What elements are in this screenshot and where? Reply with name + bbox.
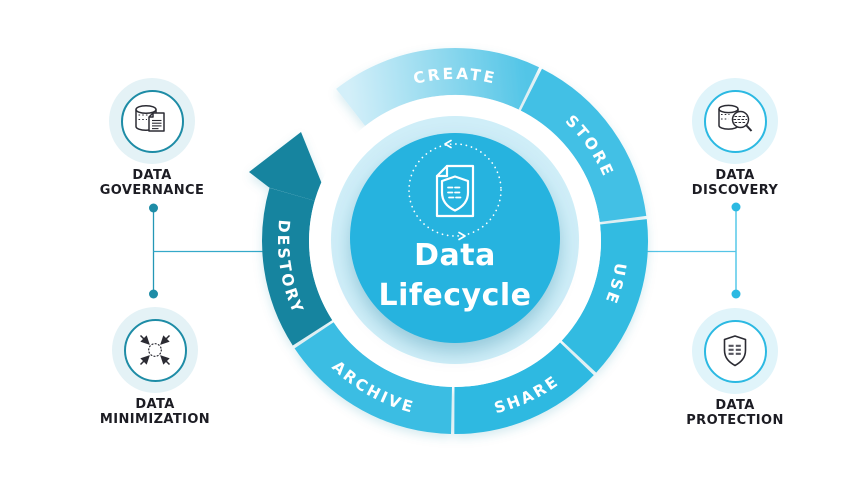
connector-dot (149, 203, 158, 213)
arrows-converge-icon (139, 334, 171, 366)
satellite-label-line1: DATA (135, 397, 175, 412)
satellite-label-line2: DISCOVERY (691, 182, 779, 198)
satellite-label-line2: MINIMIZATION (99, 411, 211, 427)
center-title-line2: Lifecycle (378, 278, 532, 313)
satellite-label: DATA MINIMIZATION (65, 397, 245, 427)
satellite-label-line1: DATA (132, 168, 172, 183)
satellite-data-governance: DATA GOVERNANCE (62, 78, 242, 218)
icon-circle (703, 319, 767, 383)
connector-left (149, 203, 263, 299)
shield-list-icon (723, 335, 747, 367)
satellite-label-line1: DATA (715, 398, 755, 413)
satellite-data-protection: DATA PROTECTION (645, 308, 825, 448)
center-circle (350, 133, 560, 343)
icon-circle (120, 89, 184, 153)
satellite-label: DATA PROTECTION (645, 398, 825, 428)
icon-circle (703, 89, 767, 153)
center-title: Data Lifecycle (355, 236, 555, 316)
ring-label-create: CREATE (412, 65, 499, 88)
ring-segment-create (336, 47, 540, 127)
ring-segment-destory (262, 187, 333, 346)
satellite-label-line2: GOVERNANCE (99, 182, 205, 198)
icon-circle (123, 318, 187, 382)
center-title-line1: Data (414, 238, 496, 273)
connector-dot (731, 202, 741, 212)
ring-segment-archive (294, 321, 453, 434)
ring-segment-share (453, 342, 594, 435)
satellite-label: DATA GOVERNANCE (62, 168, 242, 198)
connector-dot (149, 289, 158, 299)
satellite-label-line1: DATA (715, 168, 755, 183)
connector-right (647, 202, 741, 299)
satellite-data-minimization: DATA MINIMIZATION (65, 307, 245, 447)
satellite-data-discovery: DATA DISCOVERY (645, 78, 825, 218)
satellite-label-line2: PROTECTION (686, 412, 784, 428)
database-document-icon (135, 104, 165, 132)
lifecycle-ring (249, 47, 648, 435)
connector-dot (731, 289, 741, 299)
database-magnifier-icon (718, 104, 753, 132)
document-shield-refresh-icon (408, 139, 502, 241)
satellite-label: DATA DISCOVERY (645, 168, 825, 198)
ring-segment-use (561, 219, 648, 373)
cycle-arrowhead (249, 132, 333, 211)
ring-segment-store (520, 68, 647, 223)
